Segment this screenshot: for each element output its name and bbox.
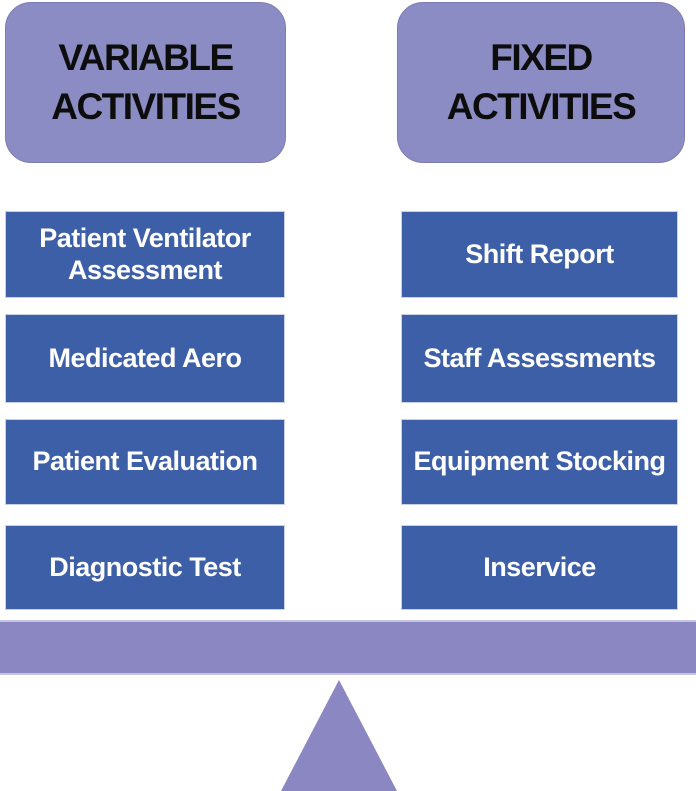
fixed-activity-box-3: Equipment Stocking — [401, 419, 678, 505]
fulcrum-triangle-icon — [281, 680, 397, 791]
variable-activity-box-1: Patient Ventilator Assessment — [5, 211, 285, 298]
fixed-activities-header: FIXED ACTIVITIES — [397, 2, 685, 163]
fixed-activity-box-2: Staff Assessments — [401, 314, 678, 403]
balance-beam — [0, 620, 696, 675]
variable-activity-box-4: Diagnostic Test — [5, 525, 285, 610]
fixed-activities-header-label: FIXED ACTIVITIES — [446, 36, 637, 127]
fixed-activity-box-4: Inservice — [401, 525, 678, 610]
variable-activities-header: VARIABLE ACTIVITIES — [5, 2, 286, 163]
variable-activity-box-3: Patient Evaluation — [5, 419, 285, 505]
variable-activities-header-label: VARIABLE ACTIVITIES — [51, 36, 241, 127]
fixed-activity-box-1: Shift Report — [401, 211, 678, 298]
variable-activity-box-2: Medicated Aero — [5, 314, 285, 403]
